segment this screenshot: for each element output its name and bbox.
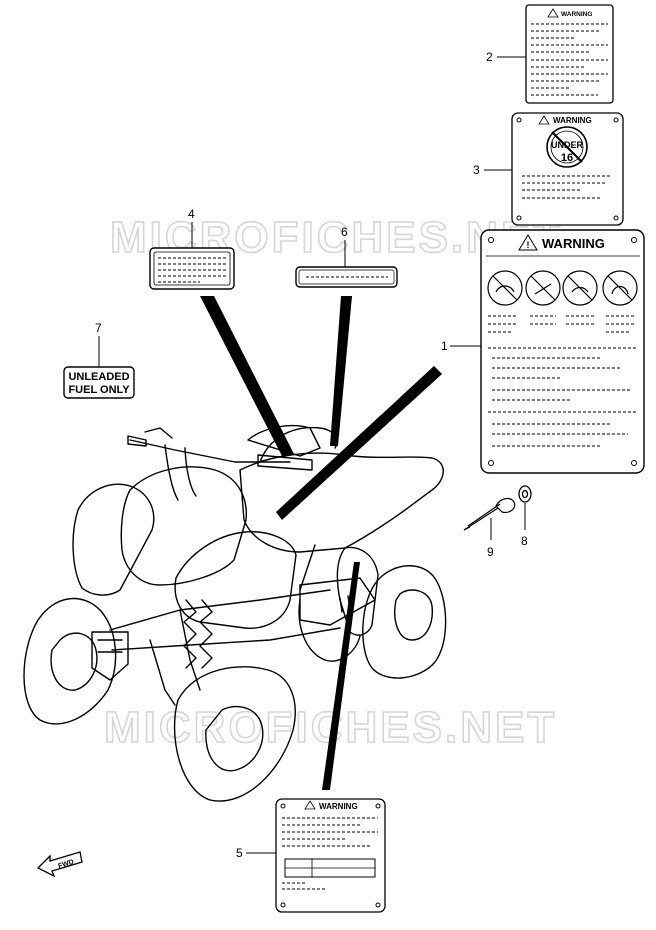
callout-6: 6 bbox=[341, 225, 348, 239]
label-6-decal bbox=[295, 266, 398, 288]
label-2-warning-text: WARNING bbox=[561, 11, 592, 18]
label-2-warning-decal: WARNING bbox=[525, 4, 614, 104]
part-8-washer bbox=[518, 485, 532, 503]
callout-8: 8 bbox=[521, 534, 528, 548]
callout-leaders bbox=[98, 56, 526, 854]
label-4-decal bbox=[149, 247, 235, 290]
no-paved-road-icon bbox=[562, 270, 598, 306]
fwd-text: FWD bbox=[57, 859, 74, 871]
pointer-wedges bbox=[200, 296, 442, 790]
callout-7: 7 bbox=[95, 321, 102, 335]
callout-4: 4 bbox=[188, 207, 195, 221]
fuel-line-1: UNLEADED bbox=[68, 371, 129, 383]
svg-text:!: ! bbox=[527, 240, 530, 250]
label-1-text-lines bbox=[488, 315, 636, 447]
callout-2: 2 bbox=[486, 50, 493, 64]
label-3-under-text: UNDER bbox=[551, 140, 584, 150]
label-3-warning-text: WARNING bbox=[553, 116, 592, 125]
label-7-fuel-decal: UNLEADED FUEL ONLY bbox=[63, 366, 135, 399]
helmet-required-icon bbox=[602, 270, 638, 306]
label-1-warning-text: WARNING bbox=[542, 236, 605, 251]
atv-illustration bbox=[23, 425, 447, 802]
label-3-age-text: 16 bbox=[561, 152, 573, 164]
label-5-warning-decal: WARNING bbox=[275, 798, 386, 913]
callout-3: 3 bbox=[473, 163, 480, 177]
no-passenger-icon bbox=[487, 270, 523, 306]
no-alcohol-icon bbox=[525, 270, 561, 306]
callout-9: 9 bbox=[487, 545, 494, 559]
label-5-warning-text: WARNING bbox=[319, 802, 358, 811]
part-9-rivet-pin bbox=[463, 497, 516, 531]
callout-1: 1 bbox=[441, 339, 448, 353]
fuel-line-2: FUEL ONLY bbox=[68, 384, 130, 396]
label-1-warning-decal: ! WARNING bbox=[480, 229, 645, 474]
fwd-arrow-icon: FWD bbox=[36, 851, 83, 878]
callout-5: 5 bbox=[236, 846, 243, 860]
label-3-age-warning-decal: WARNING UNDER 16 bbox=[511, 112, 624, 226]
